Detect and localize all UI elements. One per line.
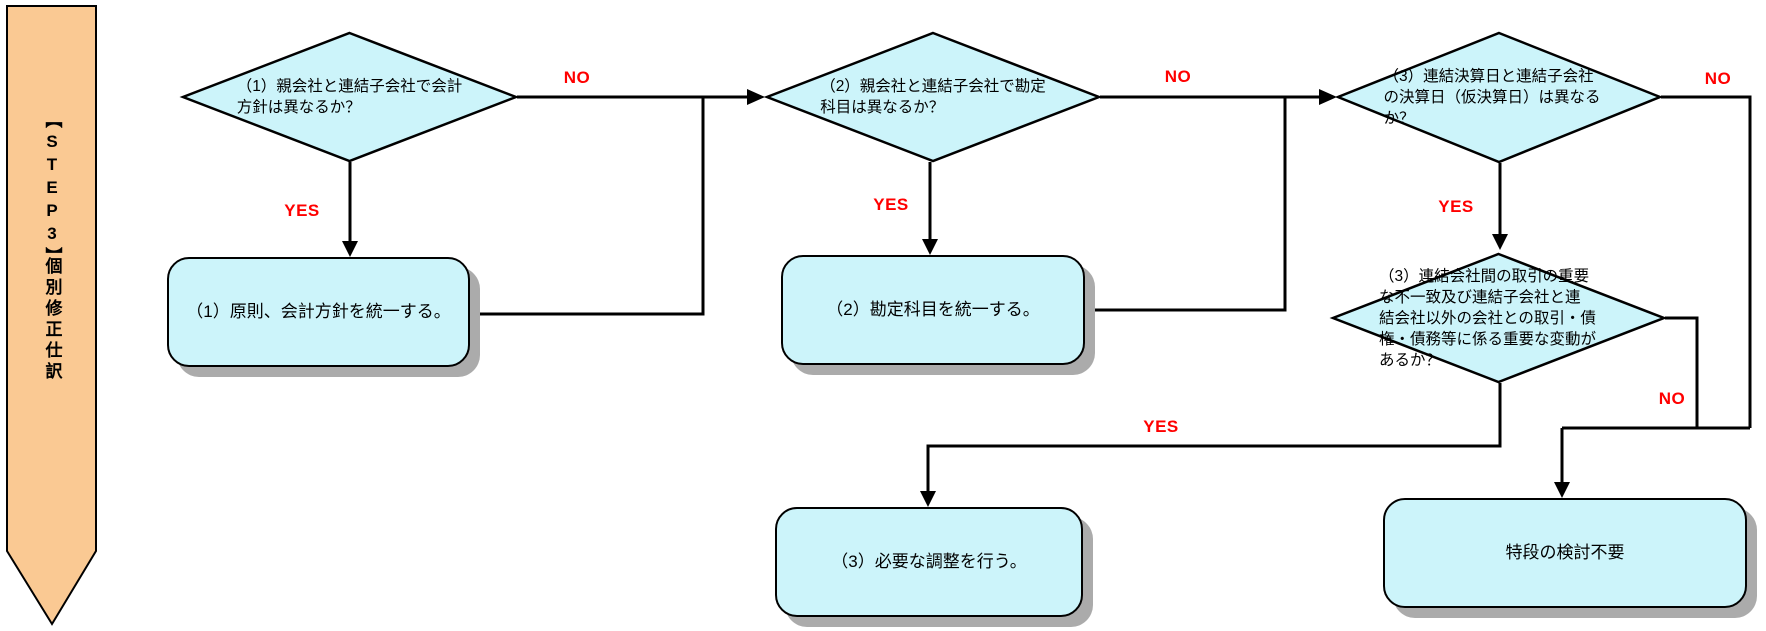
edge-label-no-4: NO bbox=[1658, 389, 1686, 408]
process-text: 特段の検討不要 bbox=[1505, 543, 1625, 562]
banner-step-subtitle: 個別修正仕訳 bbox=[42, 257, 62, 383]
diamond-shape bbox=[179, 31, 520, 163]
diamond-shape bbox=[763, 31, 1103, 163]
arrowhead-icon bbox=[922, 239, 938, 255]
edge-label-yes-1: YES bbox=[284, 201, 320, 220]
arrowhead-icon bbox=[1554, 482, 1570, 498]
process-no-review-needed: 特段の検討不要 bbox=[1383, 498, 1747, 608]
diamond-shape bbox=[1329, 252, 1668, 384]
process-necessary-adjustments: （3）必要な調整を行う。 bbox=[775, 507, 1083, 617]
arrowhead-icon bbox=[920, 491, 936, 507]
process-text: （1）原則、会計方針を統一する。 bbox=[186, 302, 451, 321]
process-unify-accounting-policy: （1）原則、会計方針を統一する。 bbox=[167, 257, 470, 367]
arrowhead-icon bbox=[747, 89, 765, 105]
arrowhead-icon bbox=[1492, 234, 1508, 250]
banner-arrow-shape bbox=[6, 5, 97, 626]
decision-text: （3）連結会社間の取引の重要 な不一致及び連結子会社と連 結会社以外の会社との取… bbox=[1378, 267, 1596, 369]
decision-fiscal-year-end: （3）連結決算日と連結子会社 の決算日（仮決算日）は異なる か？ bbox=[1334, 31, 1664, 164]
decision-accounting-policy: （1）親会社と連結子会社で会計 方針は異なるか？ bbox=[179, 31, 520, 163]
decision-account-items: （2）親会社と連結子会社で勘定 科目は異なるか？ bbox=[763, 31, 1103, 163]
step3-banner: 【STEP3】 個別修正仕訳 bbox=[6, 5, 98, 627]
decision-text: （2）親会社と連結子会社で勘定 科目は異なるか？ bbox=[820, 78, 1046, 116]
edge-label-no-2: NO bbox=[1164, 67, 1192, 86]
edge-label-no-1: NO bbox=[563, 68, 591, 87]
process-text: （2）勘定科目を統一する。 bbox=[826, 300, 1040, 319]
decision-text: （1）親会社と連結子会社で会計 方針は異なるか？ bbox=[236, 78, 463, 116]
process-unify-account-items: （2）勘定科目を統一する。 bbox=[781, 255, 1085, 365]
edge-label-yes-4: YES bbox=[1143, 417, 1179, 436]
edge-label-yes-3: YES bbox=[1438, 197, 1474, 216]
diamond-shape bbox=[1334, 31, 1664, 164]
arrowhead-icon bbox=[342, 241, 358, 257]
edge-label-yes-2: YES bbox=[873, 195, 909, 214]
decision-text: （3）連結決算日と連結子会社 の決算日（仮決算日）は異なる か？ bbox=[1383, 68, 1601, 127]
edge-label-no-3: NO bbox=[1704, 69, 1732, 88]
decision-significant-transactions: （3）連結会社間の取引の重要 な不一致及び連結子会社と連 結会社以外の会社との取… bbox=[1329, 252, 1668, 384]
arrowhead-icon bbox=[1319, 89, 1337, 105]
process-text: （3）必要な調整を行う。 bbox=[831, 552, 1027, 571]
banner-step-title: 【STEP3】 bbox=[42, 111, 62, 268]
